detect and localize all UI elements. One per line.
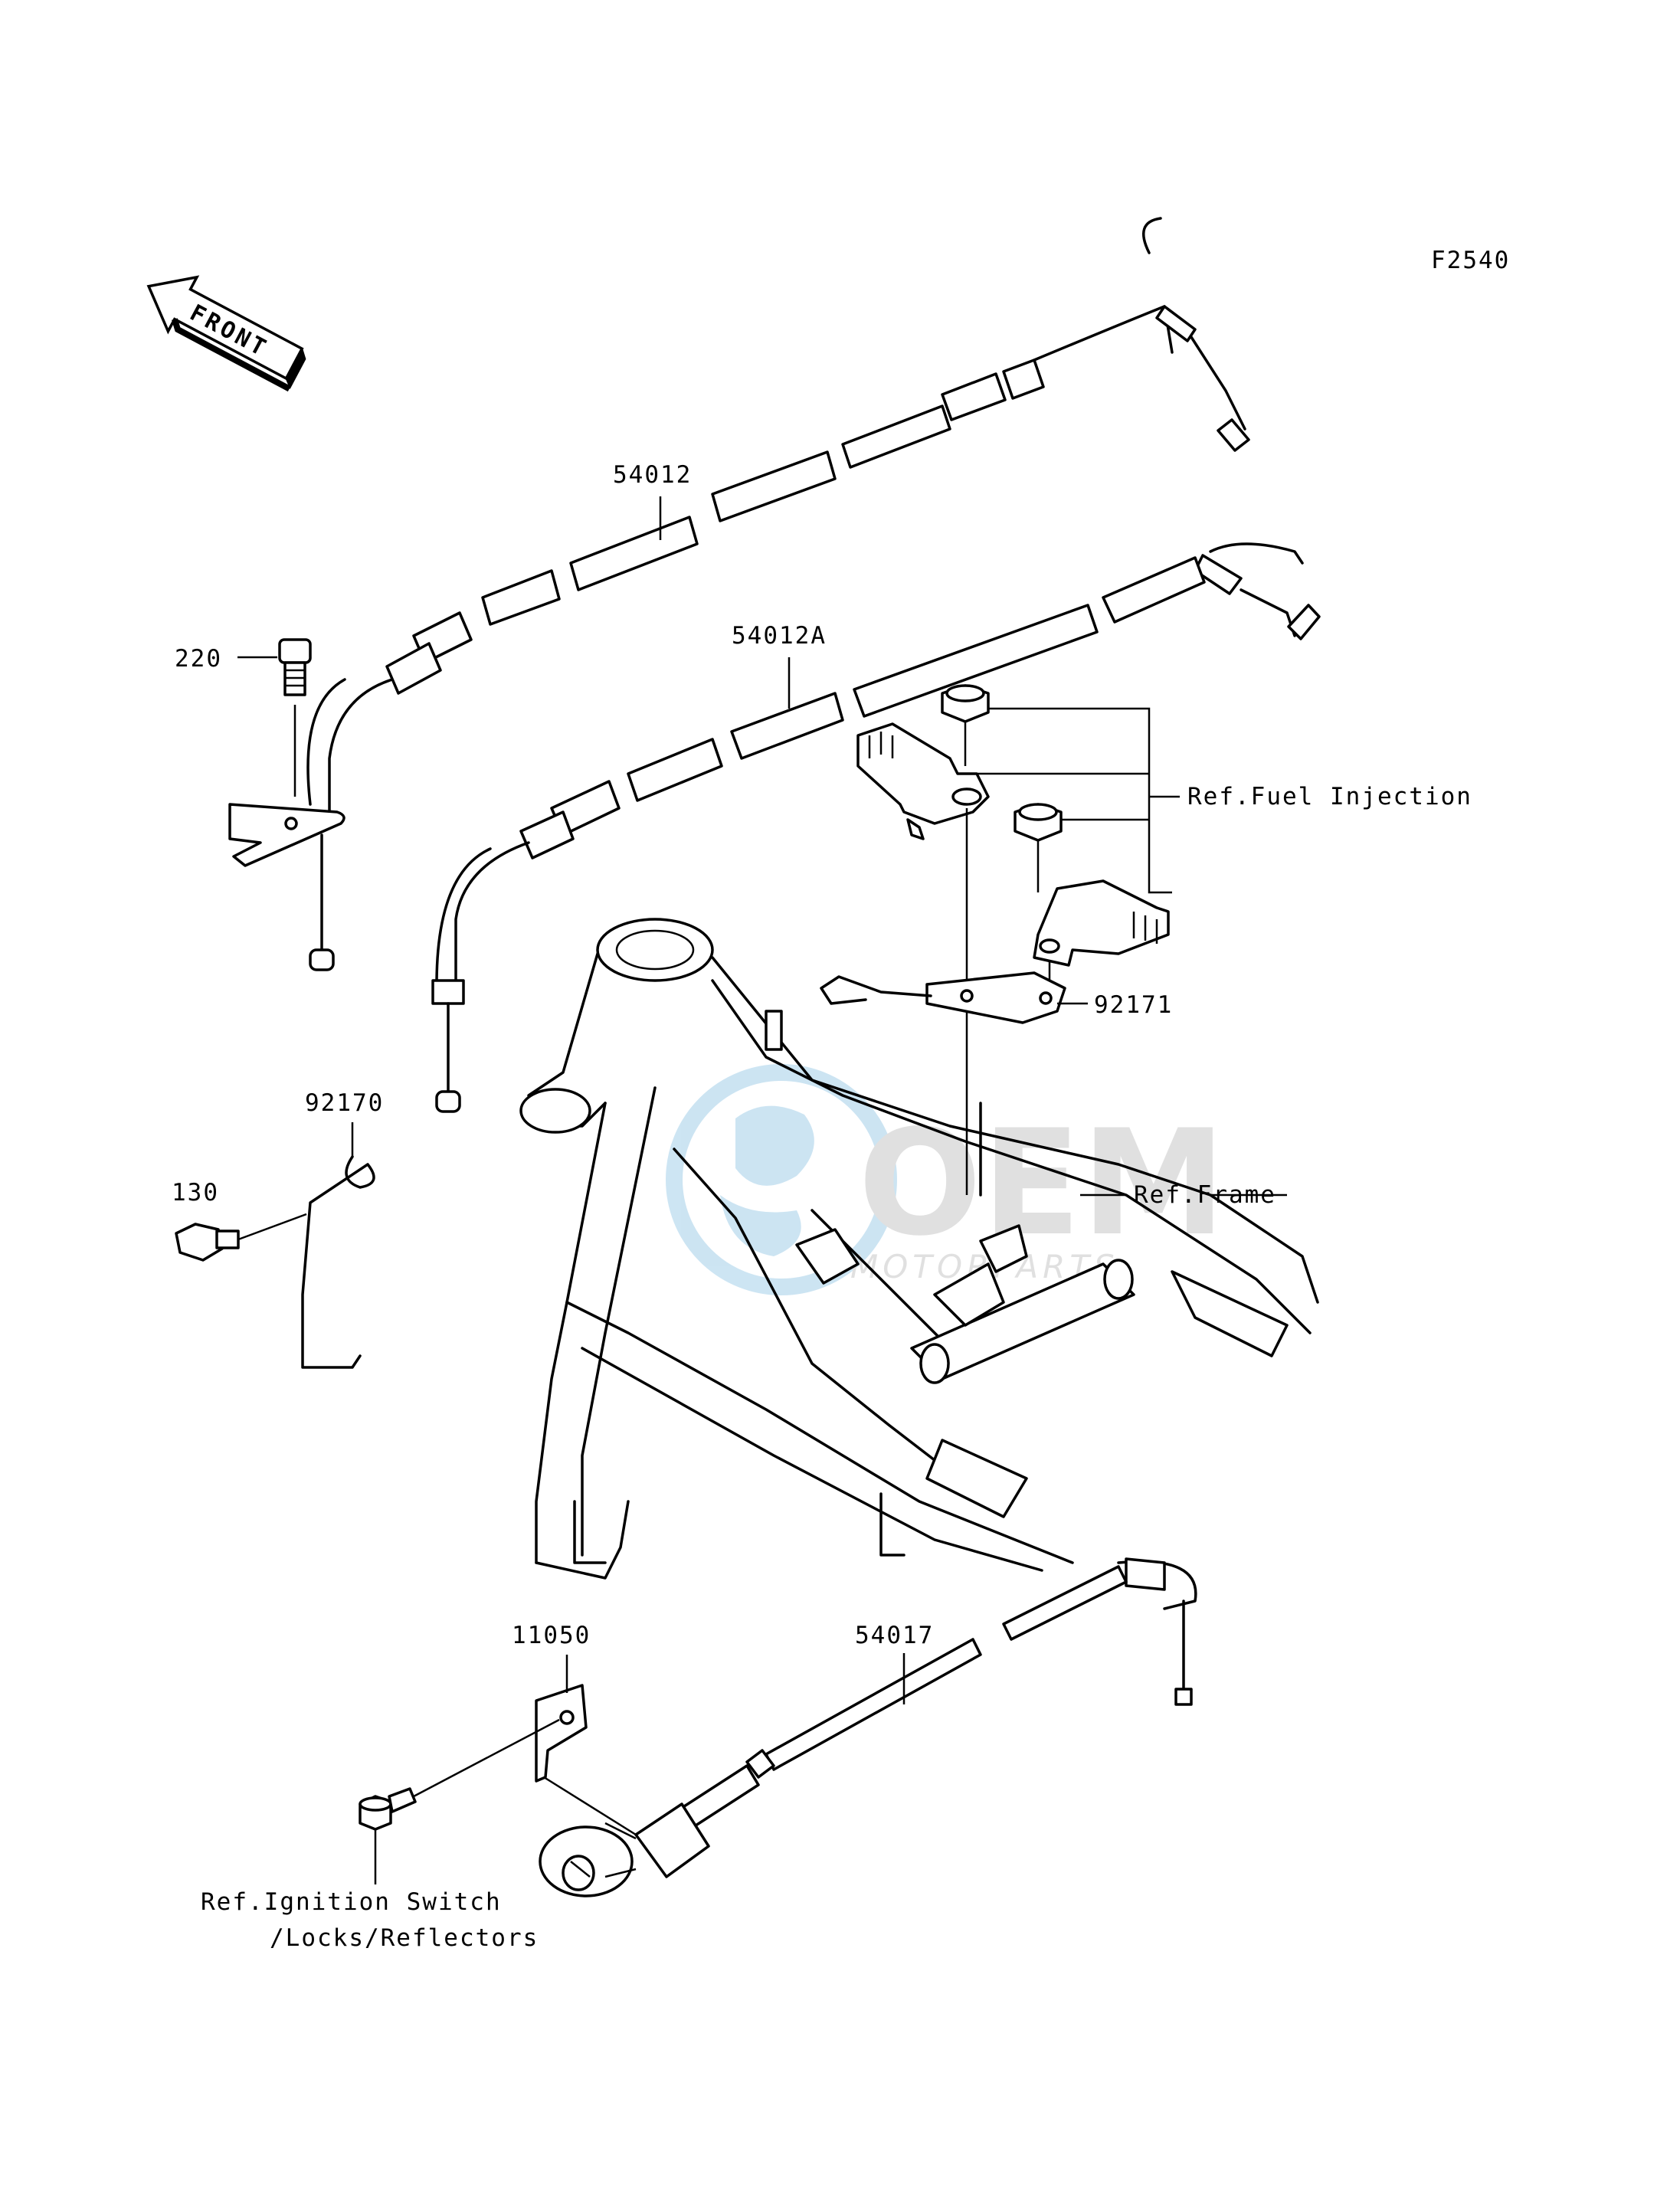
label-130: 130: [172, 1179, 219, 1207]
label-54012: 54012: [613, 461, 692, 489]
front-arrow-icon: FRONT: [146, 275, 306, 392]
label-ref-ignition-2: /Locks/Reflectors: [270, 1924, 539, 1952]
choke-cable-54017: [539, 1557, 1197, 1897]
nut-upper-icon: [941, 684, 990, 766]
leader-lines: [237, 496, 905, 1704]
label-54012A: 54012A: [732, 622, 827, 650]
frame-icon: [519, 918, 1319, 1580]
bolt-220-icon: [278, 638, 312, 797]
label-92171: 92171: [1094, 991, 1173, 1019]
throttle-cable-54012: [228, 217, 1250, 971]
label-92170: 92170: [305, 1089, 384, 1117]
map-sensor-lower-icon: [1033, 879, 1170, 988]
throttle-cable-54012A: [431, 542, 1321, 1113]
svg-text:OEM: OEM: [858, 1098, 1226, 1268]
diagram-code: F2540: [1431, 247, 1510, 274]
clamp-92170-icon: [301, 1122, 375, 1369]
screw-icon: [359, 1787, 417, 1884]
nut-lower-icon: [1014, 803, 1063, 892]
bracket-11050-icon: [413, 1655, 637, 1836]
label-ref-frame: Ref.Frame: [1134, 1181, 1276, 1209]
label-54017: 54017: [855, 1622, 934, 1649]
map-sensor-upper-icon: [856, 722, 990, 1195]
oem-watermark: OEM MOTORPARTS: [666, 1064, 1226, 1295]
label-ref-fuel-injection: Ref.Fuel Injection: [1187, 783, 1472, 810]
label-11050: 11050: [512, 1622, 591, 1649]
bracket-92171-icon: [820, 971, 1088, 1024]
bolt-130-icon: [175, 1213, 307, 1262]
leader-ref-fuel: [977, 707, 1180, 894]
label-220: 220: [175, 645, 222, 673]
label-ref-ignition-1: Ref.Ignition Switch: [201, 1888, 502, 1916]
